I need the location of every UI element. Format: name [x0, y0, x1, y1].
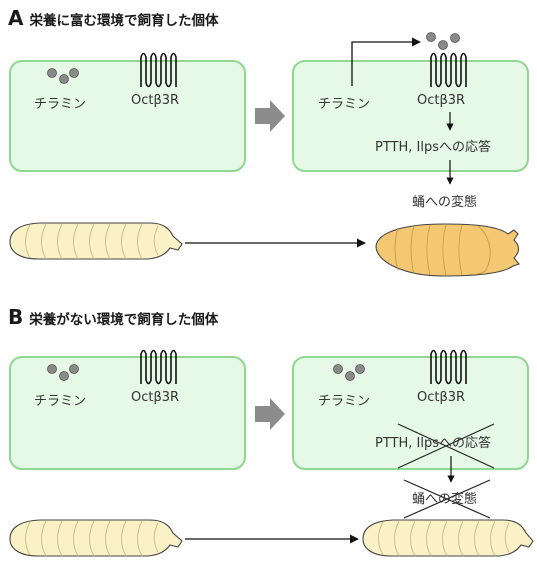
panel-a-right-bound-ligand	[426, 32, 460, 50]
panel-a-larva-icon	[9, 222, 183, 260]
panel-a-transition-arrow-icon	[255, 100, 285, 132]
panel-a-title: A 栄養に富む環境で飼育した個体	[8, 6, 218, 30]
panel-a-right-cell	[292, 60, 529, 172]
panel-b-right-receptor-label: Octβ3R	[417, 390, 466, 405]
panel-b-right-receptor-icon	[430, 349, 467, 385]
panel-b-outcome-cross-icon-2	[403, 479, 491, 519]
panel-a-right-tyramine-label: チラミン	[318, 97, 371, 112]
panel-b-left-cell	[9, 356, 246, 470]
panel-b-title: B 栄養がない環境で飼育した個体	[8, 305, 218, 329]
panel-a-right-receptor-icon	[430, 52, 467, 88]
panel-a-title-text: 栄養に富む環境で飼育した個体	[29, 13, 219, 29]
panel-b-outcome-label: 蛹への変態	[412, 492, 478, 507]
panel-b-left-receptor-label: Octβ3R	[131, 390, 180, 405]
panel-b-larva-right-icon	[362, 519, 534, 557]
panel-b-response-cross-icon-2	[397, 423, 495, 469]
panel-b-response-label: PTTH, Ilpsへの応答	[375, 436, 492, 451]
panel-a-outcome-label: 蛹への変態	[412, 195, 478, 210]
panel-a-response-label: PTTH, Ilpsへの応答	[375, 140, 492, 155]
panel-b-right-tyramine-label: チラミン	[318, 394, 371, 409]
panel-b-left-tyramine-label: チラミン	[34, 394, 87, 409]
panel-b-right-ligand	[333, 364, 365, 381]
panel-a-ligand-arrow	[351, 37, 421, 86]
panel-b-right-cell	[292, 356, 529, 470]
panel-b-left-ligand	[47, 364, 79, 381]
panel-a-letter: A	[8, 6, 24, 30]
panel-b-left-receptor-icon	[140, 349, 177, 385]
panel-a-left-cell	[9, 60, 246, 172]
panel-a-right-receptor-label: Octβ3R	[417, 93, 466, 108]
panel-a-left-tyramine-label: チラミン	[34, 97, 87, 112]
panel-b-title-text: 栄養がない環境で飼育した個体	[29, 312, 219, 328]
panel-b-transition-arrow-icon	[255, 398, 285, 430]
panel-a-left-receptor-icon	[140, 52, 177, 88]
panel-b-larva-icon	[9, 519, 183, 557]
panel-a-left-ligand	[47, 68, 79, 84]
panel-a-left-receptor-label: Octβ3R	[131, 93, 180, 108]
panel-a-pupa-icon	[375, 223, 520, 277]
panel-b-letter: B	[8, 305, 24, 329]
